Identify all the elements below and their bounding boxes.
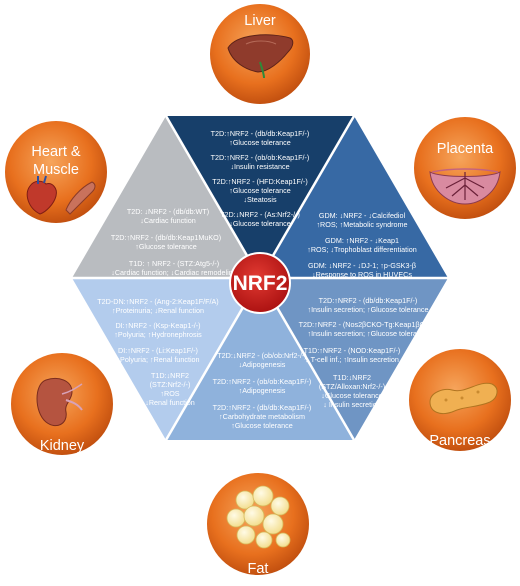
heart-icon xyxy=(26,175,57,215)
kidney-node: Kidney xyxy=(9,351,115,457)
fat-line: ↓Adipogenesis xyxy=(239,360,286,369)
liver-node: Liver xyxy=(208,2,312,106)
placenta-line: ↑ROS; ↓Trophoblast differentiation xyxy=(307,245,416,254)
placenta-line: ↓Response to ROS in HUVECs xyxy=(312,270,412,279)
pancreas-line: ↑Insulin secretion; ↑Glucose tolerance xyxy=(307,329,428,338)
heart-line: ↓Cardiac function; ↓Cardiac remodeling xyxy=(111,268,236,277)
wedge-heart xyxy=(72,116,260,278)
pancreas-line: ↓ T-cell inf.; ↑Insulin secretion xyxy=(305,355,399,364)
kidney-line: ↑ROS xyxy=(160,389,179,398)
placenta-line: GDM: ↓NRF2 - ↓Calcifediol xyxy=(319,211,406,220)
liver-line: T2D:↑NRF2 - (db/db:Keap1F/-) xyxy=(211,129,310,138)
fat-cells-icon xyxy=(226,485,291,549)
heart-muscle-node: Heart & Muscle xyxy=(3,119,109,225)
fat-line: ↑Glucose tolerance xyxy=(231,421,293,430)
kidney-line: ↑Polyuria; ↑Renal function xyxy=(116,355,199,364)
pancreas-line: T1D:↑NRF2 - (NOD:Keap1F/-) xyxy=(304,346,401,355)
pancreas-line: ↑Insulin secretion; ↑Glucose tolerance xyxy=(307,305,428,314)
wedge-liver xyxy=(166,116,354,278)
heart-line: T1D: ↑ NRF2 - (STZ:Atg5-/-) xyxy=(129,259,219,268)
fat-line: ↑Adipogenesis xyxy=(239,386,286,395)
kidney-line: T1D:↓NRF2 xyxy=(151,371,189,380)
heart-line: ↑Glucose tolerance xyxy=(135,242,197,251)
kidney-line: ↑Proteinuria; ↓Renal function xyxy=(112,306,204,315)
kidney-icon xyxy=(36,378,83,427)
center-label: NRF2 xyxy=(233,272,288,295)
wedge-placenta xyxy=(260,116,448,278)
muscle-icon xyxy=(65,181,96,215)
wedge-pancreas xyxy=(260,278,448,440)
heart-line: T2D: ↓NRF2 - (db/db:WT) xyxy=(127,207,209,216)
nrf2-center: NRF2 xyxy=(229,252,291,314)
placenta-findings: GDM: ↓NRF2 - ↓Calcifediol ↑ROS; ↑Metabol… xyxy=(307,211,416,279)
placenta-node: Placenta xyxy=(412,115,518,221)
pancreas-node: Pancreas xyxy=(407,347,513,453)
hexagon xyxy=(72,115,448,441)
kidney-line: DI:↑NRF2 - (Li:Keap1F/-) xyxy=(118,346,198,355)
pancreas-line: T2D:↑NRF2 - (db/db:Keap1F/-) xyxy=(319,296,418,305)
wedge-fat xyxy=(166,278,354,440)
placenta-icon xyxy=(429,168,501,205)
placenta-line: ↑ROS; ↑Metabolic syndrome xyxy=(316,220,407,229)
pancreas-icon xyxy=(429,382,498,415)
liver-line: ↓Insulin resistance xyxy=(230,162,289,171)
pancreas-line: (STZ/Alloxan:Nrf2-/-) xyxy=(319,382,385,391)
liver-line: ↑Glucose tolerance xyxy=(229,186,291,195)
pancreas-label: Pancreas xyxy=(429,433,490,449)
kidney-findings: T2D-DN:↑NRF2 - (Ang-2:Keap1F/F/A) ↑Prote… xyxy=(97,297,218,407)
kidney-line: (STZ:Nrf2-/-) xyxy=(150,380,191,389)
liver-label: Liver xyxy=(244,13,276,29)
liver-line: ↓Steatosis xyxy=(243,195,277,204)
liver-findings: T2D:↑NRF2 - (db/db:Keap1F/-) ↑Glucose to… xyxy=(211,129,310,228)
heart-line: T2D:↑NRF2 - (db/db:Keap1MuKO) xyxy=(111,233,221,242)
placenta-line: GDM: ↓NRF2 - ↓DJ-1; ↑p-GSK3-β xyxy=(308,261,416,270)
pancreas-findings: T2D:↑NRF2 - (db/db:Keap1F/-) ↑Insulin se… xyxy=(299,296,438,409)
liver-line: T2D:↑NRF2 - (ob/ob:Keap1F/-) xyxy=(211,153,310,162)
fat-findings: T2D:↓NRF2 - (ob/ob:Nrf2-/-) ↓Adipogenesi… xyxy=(213,351,312,430)
pancreas-line: ↓ Insulin secretion xyxy=(323,400,381,409)
fat-line: T2D:↑NRF2 - (ob/ob:Keap1F/-) xyxy=(213,377,312,386)
liver-icon xyxy=(227,34,294,79)
kidney-line: DI:↑NRF2 - (Ksp-Keap1-/-) xyxy=(115,321,200,330)
liver-line: T2D:↓NRF2 - (As:Nrf2-/-) xyxy=(220,210,300,219)
heart-label-line1: Heart & xyxy=(31,144,80,160)
wedge-kidney xyxy=(72,278,260,440)
fat-line: T2D:↑NRF2 - (db/db:Keap1F/-) xyxy=(213,403,312,412)
kidney-line: ↓Renal function xyxy=(145,398,195,407)
liver-line: ↓Glucose tolerance xyxy=(229,219,291,228)
fat-line: T2D:↓NRF2 - (ob/ob:Nrf2-/-) xyxy=(217,351,306,360)
heart-label-line2: Muscle xyxy=(33,162,79,178)
kidney-label: Kidney xyxy=(40,438,85,454)
fat-line: ↑Carbohydrate metabolism xyxy=(219,412,305,421)
kidney-line: T2D-DN:↑NRF2 - (Ang-2:Keap1F/F/A) xyxy=(97,297,218,306)
heart-line: ↓Cardiac function xyxy=(140,216,196,225)
fat-node: Fat xyxy=(205,471,311,577)
pancreas-line: ↓Glucose tolerance xyxy=(321,391,383,400)
kidney-line: ↑Polyuria; ↑Hydronephrosis xyxy=(114,330,202,339)
placenta-label: Placenta xyxy=(437,141,494,157)
placenta-line: GDM: ↑NRF2 - ↓Keap1 xyxy=(325,236,399,245)
pancreas-line: T2D:↑NRF2 - (Nos2βCKO-Tg:Keap1βCKO) xyxy=(299,320,438,329)
heart-findings: T2D: ↓NRF2 - (db/db:WT) ↓Cardiac functio… xyxy=(111,207,237,277)
fat-label: Fat xyxy=(248,561,269,577)
liver-line: ↑Glucose tolerance xyxy=(229,138,291,147)
pancreas-line: T1D:↓NRF2 xyxy=(333,373,371,382)
liver-line: T2D:↑NRF2 - (HFD:Keap1F/-) xyxy=(212,177,307,186)
